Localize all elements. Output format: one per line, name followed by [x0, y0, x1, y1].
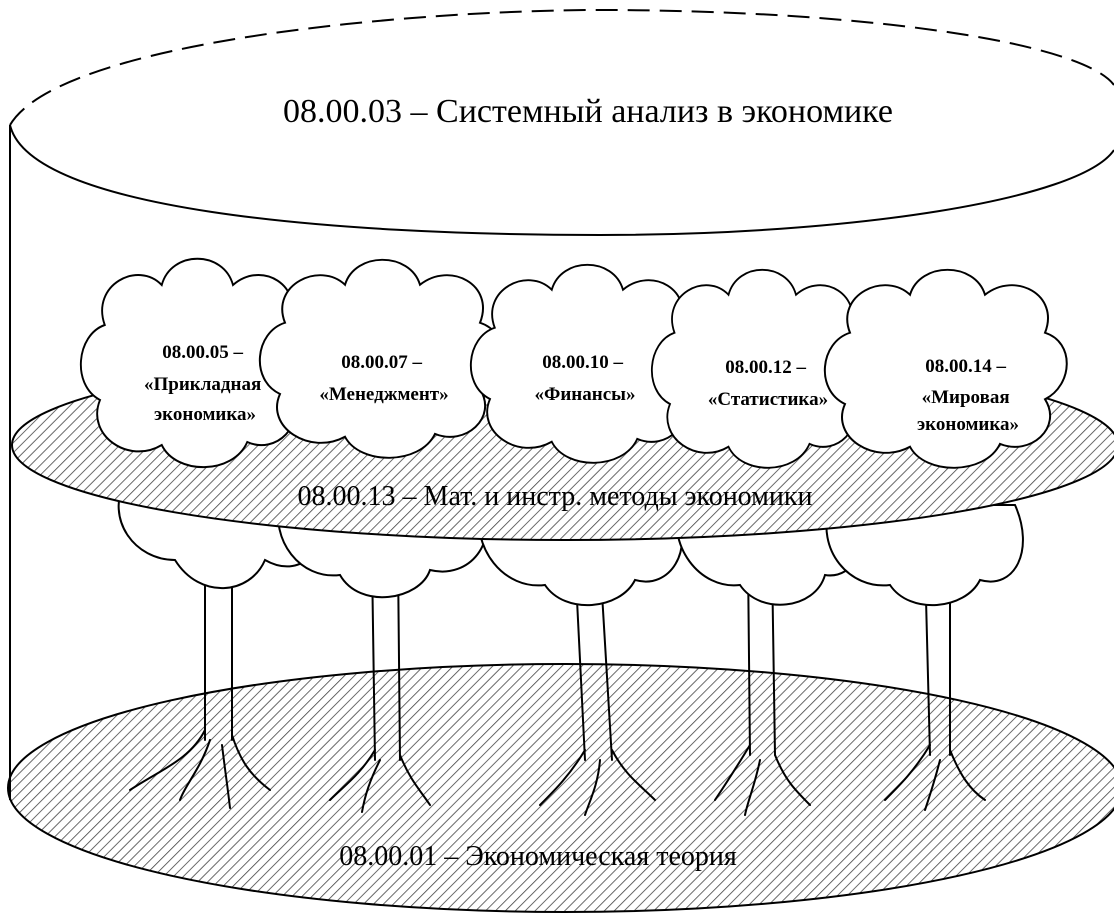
bottom-ellipse	[7, 663, 1114, 913]
tree-labels: 08.00.05 – «Прикладная экономика» 08.00.…	[144, 342, 1019, 435]
top-layer: 08.00.03 – Системный анализ в экономике	[9, 8, 1114, 237]
tree-5-line-2: экономика»	[917, 414, 1019, 435]
tree-5-line-1: «Мировая	[922, 387, 1010, 408]
tree-2-line-1: «Менеджмент»	[319, 384, 448, 405]
middle-layer-label: 08.00.13 – Мат. и инстр. методы экономик…	[298, 481, 813, 512]
tree-4-line-1: «Статистика»	[708, 389, 828, 410]
bottom-layer	[7, 663, 1114, 913]
bottom-layer-label: 08.00.01 – Экономическая теория	[339, 841, 737, 872]
tree-label-2: 08.00.07 – «Менеджмент»	[319, 352, 448, 405]
tree-5-code: 08.00.14 –	[925, 356, 1006, 377]
tree-1-line-1: «Прикладная	[144, 374, 261, 395]
tree-label-4: 08.00.12 – «Статистика»	[708, 357, 828, 410]
top-layer-label: 08.00.03 – Системный анализ в экономике	[283, 93, 893, 130]
tree-2-code: 08.00.07 –	[341, 352, 422, 373]
tree-1-line-2: экономика»	[154, 404, 256, 425]
tree-3-code: 08.00.10 –	[542, 352, 623, 373]
tree-label-1: 08.00.05 – «Прикладная экономика»	[144, 342, 266, 425]
tree-roots	[129, 729, 986, 816]
tree-3-line-1: «Финансы»	[535, 384, 636, 405]
top-ellipse-lower	[9, 124, 1114, 237]
tree-4-code: 08.00.12 –	[725, 357, 806, 378]
tree-label-5: 08.00.14 – «Мировая экономика»	[917, 356, 1019, 435]
tree-1-code: 08.00.05 –	[162, 342, 243, 363]
top-ellipse-upper-dashed	[9, 8, 1114, 126]
tree-label-3: 08.00.10 – «Финансы»	[535, 352, 636, 405]
